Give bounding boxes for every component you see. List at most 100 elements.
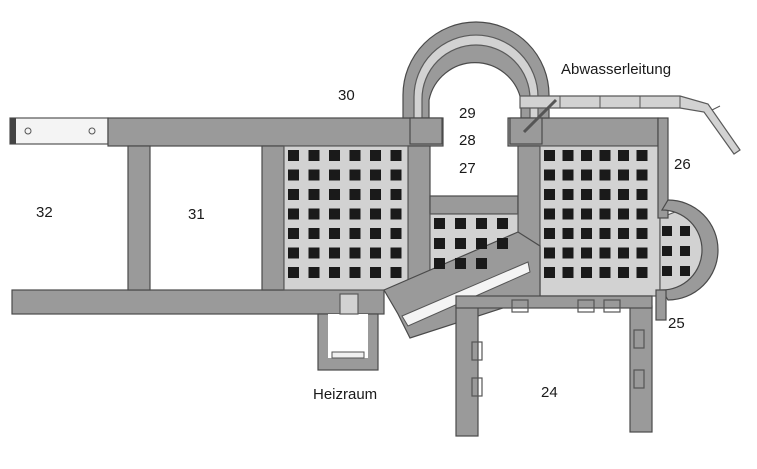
hypocaust-pillar [581, 169, 592, 181]
hypocaust-pillar [434, 258, 445, 269]
hypocaust-pillar [370, 169, 381, 181]
hypocaust-pillar [581, 228, 592, 239]
hypocaust-pillar [390, 228, 402, 239]
hypocaust-pillar [455, 258, 466, 269]
hypocaust-pillar [390, 169, 402, 181]
label-room-29: 29 [459, 105, 476, 122]
hypocaust-pillar [390, 267, 402, 278]
hypocaust-pillar [544, 228, 555, 239]
hypocaust-pillar [636, 189, 648, 200]
hypocaust-pillar [618, 150, 629, 161]
hypocaust-pillar [618, 267, 629, 278]
hypocaust-pillar [329, 208, 340, 220]
hypocaust-pillar [329, 169, 340, 181]
hypocaust-pillar [618, 228, 629, 239]
hypocaust-pillar [349, 189, 361, 200]
hypocaust-pillar [476, 238, 487, 249]
hypocaust-pillar [349, 267, 361, 278]
hypocaust-pillar [476, 218, 487, 229]
hypocaust-pillar [329, 247, 340, 259]
hypocaust-pillar [288, 150, 299, 161]
hypocaust-pillar [308, 169, 320, 181]
label-abwasserleitung: Abwasserleitung [561, 61, 672, 78]
hypocaust-pillar [288, 189, 299, 200]
hypocaust-pillar [636, 150, 648, 161]
hypocaust-pillar [308, 267, 320, 278]
hypocaust-pillar [599, 169, 611, 181]
label-room-28: 28 [459, 132, 476, 149]
label-room-32: 32 [36, 204, 53, 221]
hypocaust-pillars-center [434, 218, 508, 269]
hypocaust-pillar [562, 247, 574, 259]
hypocaust-pillar [370, 267, 381, 278]
hypocaust-pillar [308, 150, 320, 161]
hypocaust-pillar [662, 246, 672, 256]
label-room-27: 27 [459, 160, 476, 177]
hypocaust-pillar [288, 228, 299, 239]
hypocaust-pillar [662, 226, 672, 236]
hypocaust-pillar [329, 189, 340, 200]
hypocaust-pillar [349, 247, 361, 259]
hypocaust-pillar [581, 208, 592, 220]
hypocaust-pillar [329, 267, 340, 278]
hypocaust-pillar [562, 169, 574, 181]
label-heizraum: Heizraum [313, 386, 378, 403]
hypocaust-pillar [390, 150, 402, 161]
hypocaust-pillar [636, 169, 648, 181]
hypocaust-pillar [581, 267, 592, 278]
room-24-walls [455, 295, 653, 437]
hypocaust-pillar [390, 247, 402, 259]
label-room-24: 24 [541, 384, 558, 401]
east-wall [655, 117, 719, 321]
south-wall [11, 289, 385, 315]
hypocaust-pillar [308, 189, 320, 200]
hypocaust-pillar [544, 208, 555, 220]
north-wall [107, 117, 659, 147]
hypocaust-pillar [581, 189, 592, 200]
hypocaust-pillar [599, 247, 611, 259]
hypocaust-pillar [581, 150, 592, 161]
hypocaust-pillar [680, 246, 690, 256]
hypocaust-pillar [370, 208, 381, 220]
hypocaust-pillar [562, 150, 574, 161]
hypocaust-pillar [308, 208, 320, 220]
hypocaust-pillar [349, 228, 361, 239]
hypocaust-pillar [618, 169, 629, 181]
hypocaust-pillars-apse [662, 226, 690, 276]
hypocaust-pillar [599, 189, 611, 200]
hypocaust-pillar [308, 228, 320, 239]
label-room-30: 30 [338, 87, 355, 104]
hypocaust-pillar [370, 189, 381, 200]
hypocaust-pillar [562, 267, 574, 278]
apse-29 [402, 21, 550, 145]
hypocaust-pillar [599, 208, 611, 220]
hypocaust-pillar [599, 228, 611, 239]
hypocaust-pillar [562, 189, 574, 200]
hypocaust-pillar [370, 228, 381, 239]
hypocaust-pillar [544, 267, 555, 278]
hypocaust-pillar [544, 150, 555, 161]
hypocaust-pillar [288, 169, 299, 181]
hypocaust-pillar [497, 238, 508, 249]
hypocaust-pillar [349, 169, 361, 181]
hypocaust-pillar [544, 189, 555, 200]
hypocaust-pillar [349, 208, 361, 220]
hypocaust-pillar [349, 150, 361, 161]
hypocaust-pillar [497, 218, 508, 229]
hypocaust-pillar [288, 267, 299, 278]
hypocaust-pillar [434, 238, 445, 249]
hypocaust-pillar [680, 226, 690, 236]
hypocaust-pillar [636, 267, 648, 278]
hypocaust-pillars-east [544, 150, 648, 278]
hypocaust-pillar [288, 247, 299, 259]
hypocaust-pillar [562, 208, 574, 220]
hypocaust-pillar [455, 218, 466, 229]
hypocaust-pillar [544, 169, 555, 181]
hypocaust-pillar [636, 208, 648, 220]
label-room-25: 25 [668, 315, 685, 332]
hypocaust-pillar [329, 150, 340, 161]
hypocaust-pillar [434, 218, 445, 229]
label-room-31: 31 [188, 206, 205, 223]
hypocaust-pillar [581, 247, 592, 259]
hypocaust-pillar [562, 228, 574, 239]
